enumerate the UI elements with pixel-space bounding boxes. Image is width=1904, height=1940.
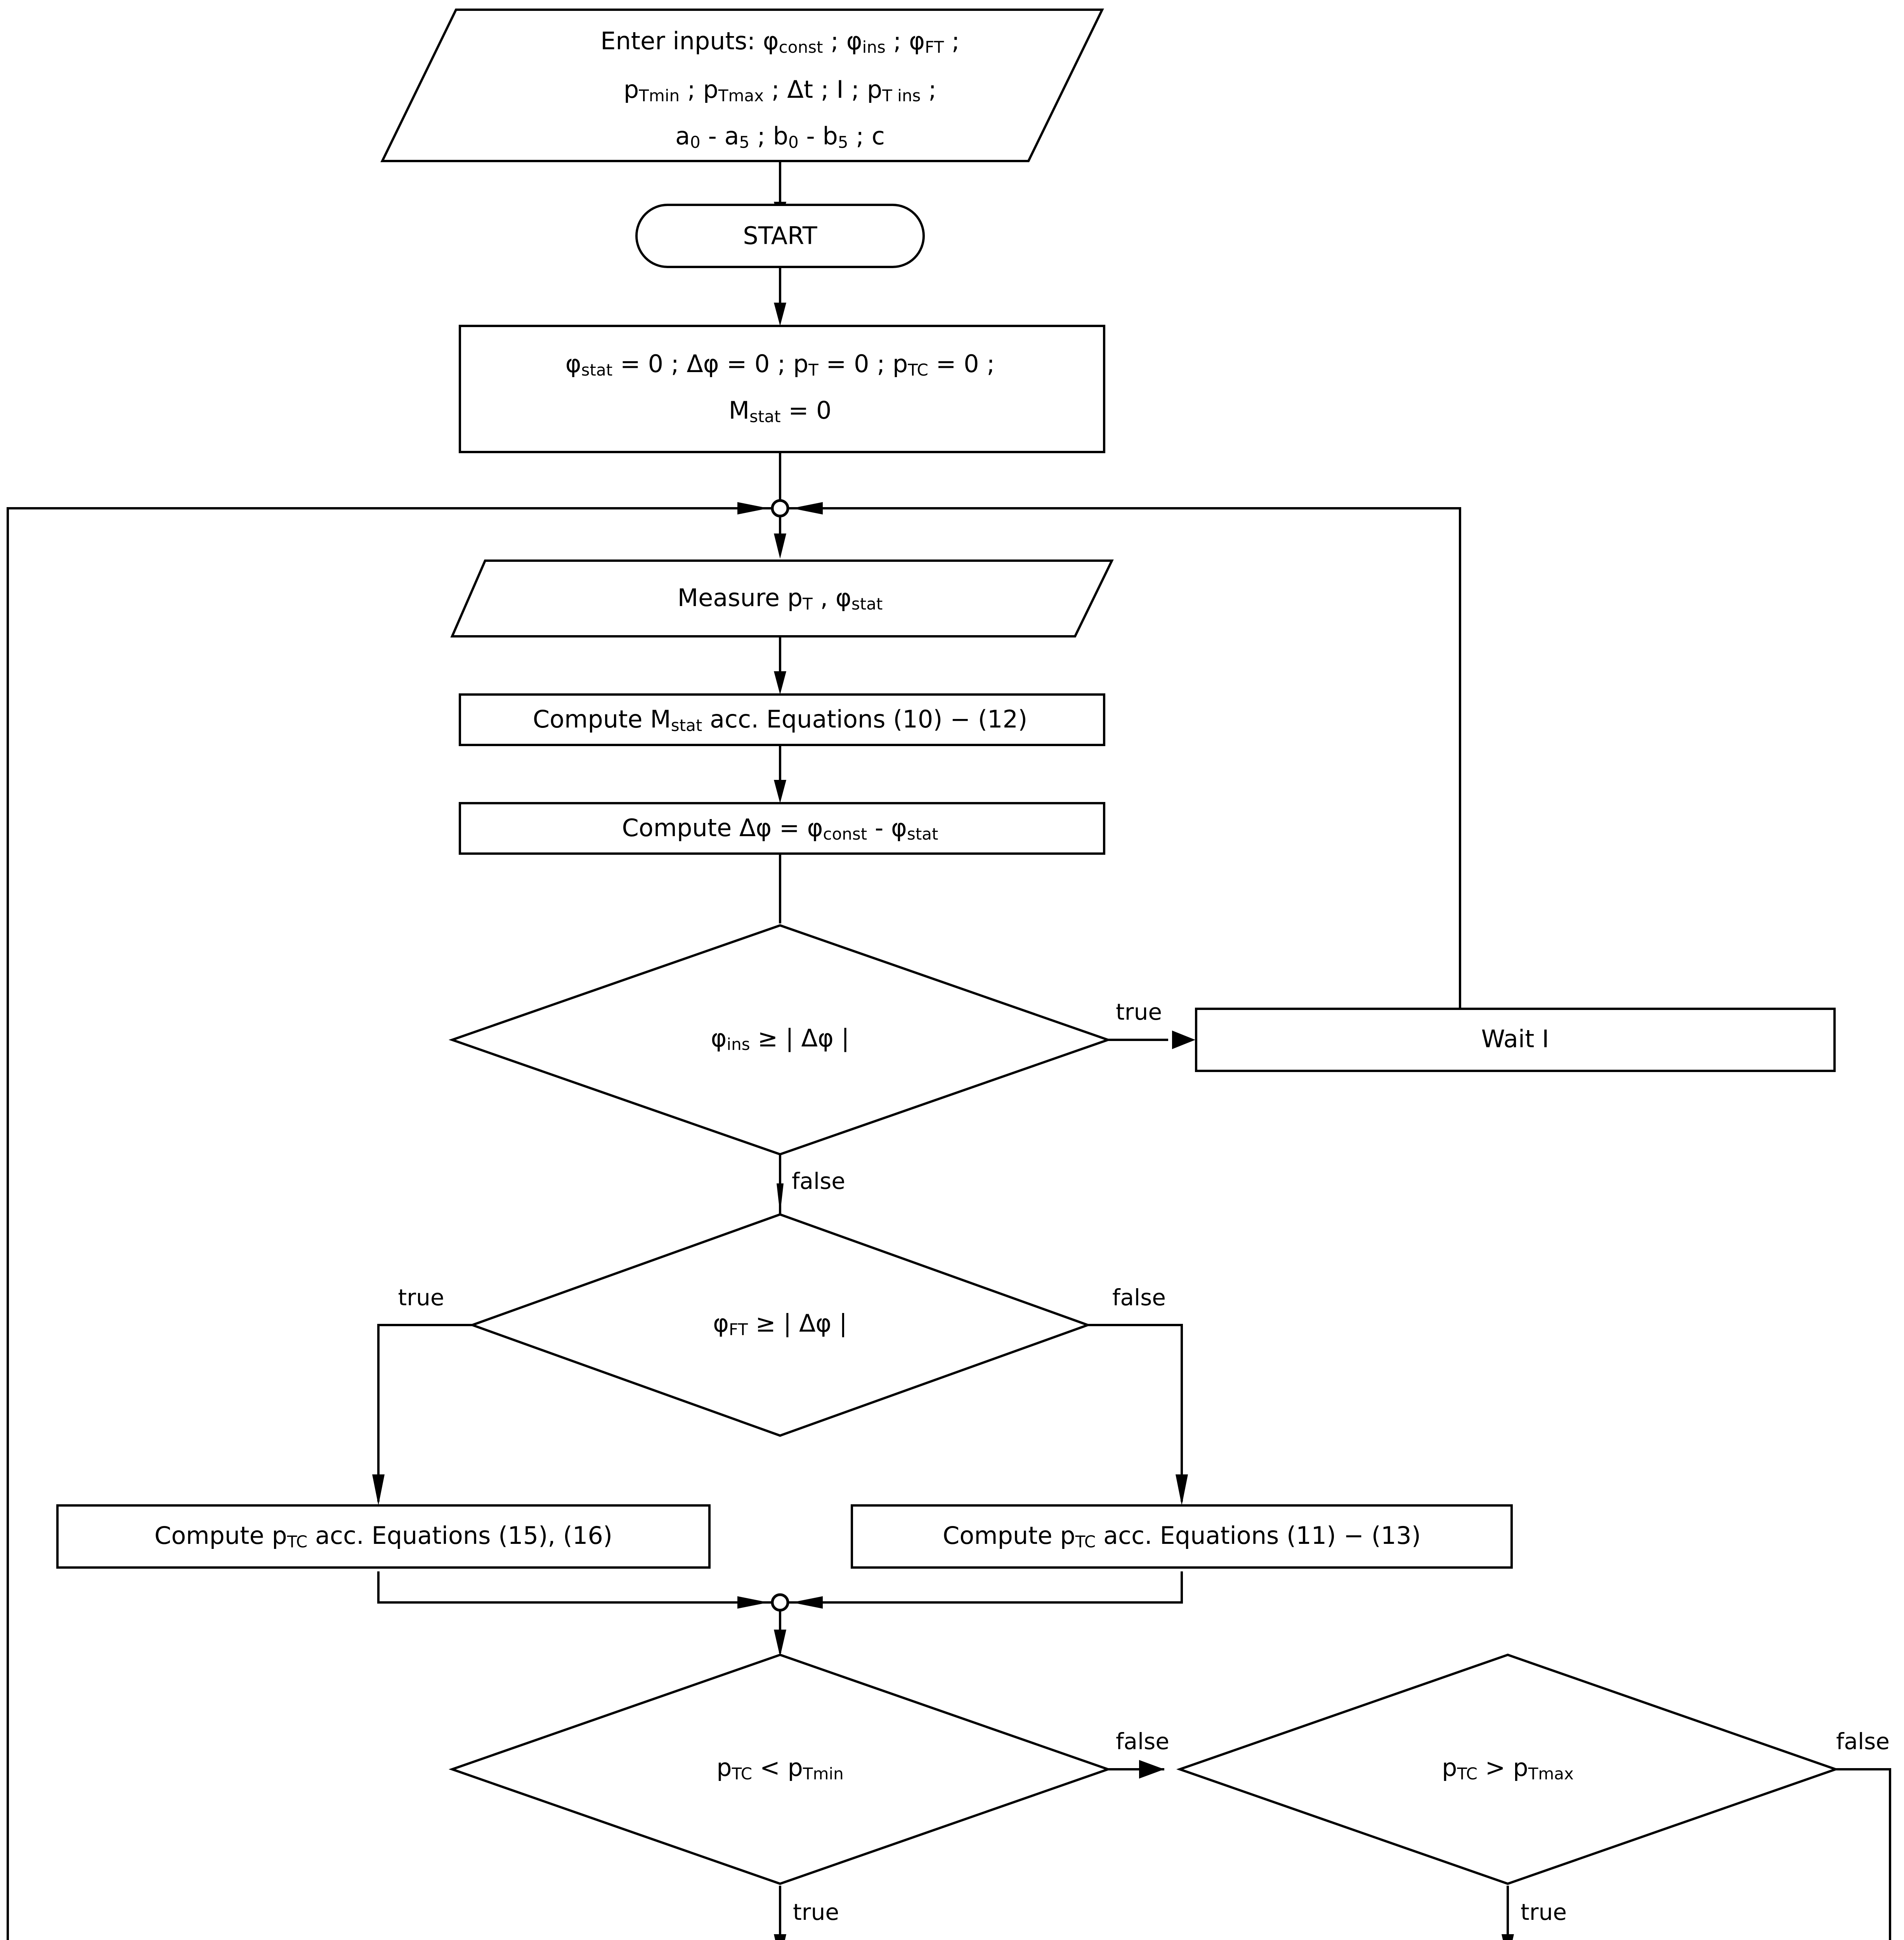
arrowhead-measure-to-mstat bbox=[774, 671, 786, 695]
enter-inputs-shape bbox=[380, 9, 1104, 162]
decision-phi-ins-label: φins ≥ | Δφ | bbox=[711, 1024, 850, 1053]
edge-label-ptmin-true: true bbox=[793, 1899, 839, 1925]
edge-label-ptmax-true: true bbox=[1521, 1899, 1567, 1925]
edge-label-phi-ft-false: false bbox=[1112, 1284, 1166, 1311]
compute-ptc-11-13-label: Compute pTC acc. Equations (11) − (13) bbox=[943, 1521, 1421, 1551]
compute-ptc-15-16-label: Compute pTC acc. Equations (15), (16) bbox=[154, 1521, 612, 1551]
arrowhead-junction-to-decmin bbox=[774, 1630, 786, 1657]
wait-i-shape bbox=[1195, 1008, 1836, 1072]
enter-inputs-line-2: pTmin ; pTmax ; Δt ; I ; pT ins ; bbox=[624, 75, 936, 105]
init-line-1: φstat = 0 ; Δφ = 0 ; pT = 0 ; pTC = 0 ; bbox=[565, 350, 995, 379]
decision-ptc-gt-ptmax-shape bbox=[1176, 1653, 1840, 1885]
arrowhead-left-into-junction bbox=[737, 502, 768, 514]
node-enter-inputs[interactable]: Enter inputs: φconst ; φins ; φFT ; pTmi… bbox=[380, 9, 1104, 162]
arrowhead-start-to-init bbox=[774, 303, 786, 326]
decision-ptc-lt-ptmin-label: pTC < pTmin bbox=[716, 1753, 843, 1783]
enter-inputs-line-3: a0 - a5 ; b0 - b5 ; c bbox=[675, 122, 885, 151]
node-decision-ptc-lt-ptmin[interactable]: pTC < pTmin bbox=[448, 1653, 1112, 1885]
node-compute-dphi[interactable]: Compute Δφ = φconst - φstat bbox=[459, 802, 1105, 855]
decision-ptc-gt-ptmax-label: pTC > pTmax bbox=[1442, 1753, 1574, 1783]
node-compute-mstat[interactable]: Compute Mstat acc. Equations (10) − (12) bbox=[459, 693, 1105, 746]
arrowhead-junction-to-measure bbox=[774, 534, 786, 559]
wait-i-label: Wait I bbox=[1481, 1025, 1549, 1053]
arrowhead-decins-false bbox=[777, 1183, 784, 1214]
arrowhead-decft-false bbox=[1176, 1474, 1188, 1505]
enter-inputs-line-1: Enter inputs: φconst ; φins ; φFT ; bbox=[600, 27, 959, 56]
arrowhead-decins-true bbox=[1172, 1031, 1195, 1049]
measure-shape bbox=[450, 559, 1114, 637]
init-shape bbox=[459, 325, 1105, 453]
arrowhead-right-into-junction bbox=[792, 502, 823, 514]
decision-phi-ins-shape bbox=[448, 924, 1112, 1156]
node-init[interactable]: φstat = 0 ; Δφ = 0 ; pT = 0 ; pTC = 0 ; … bbox=[459, 325, 1105, 453]
connector-layer bbox=[7, 161, 1891, 1940]
node-decision-ptc-gt-ptmax[interactable]: pTC > pTmax bbox=[1176, 1653, 1840, 1885]
compute-ptc-11-13-shape bbox=[851, 1504, 1513, 1569]
edge-label-phi-ins-true: true bbox=[1116, 999, 1162, 1025]
arrowhead-decmax-true bbox=[1502, 1934, 1514, 1940]
edge-label-ptmax-false: false bbox=[1836, 1728, 1890, 1755]
edge-label-phi-ft-true: true bbox=[398, 1284, 444, 1311]
compute-dphi-shape bbox=[459, 802, 1105, 855]
compute-dphi-label: Compute Δφ = φconst - φstat bbox=[622, 814, 938, 843]
arrowhead-ptc1516-into-junction bbox=[737, 1596, 768, 1609]
compute-ptc-15-16-shape bbox=[56, 1504, 711, 1569]
arrowhead-decmin-false bbox=[1139, 1760, 1164, 1779]
edge-ptc1113-to-junction bbox=[780, 1571, 1183, 1604]
edge-ptc1516-to-junction bbox=[377, 1571, 780, 1604]
arrowhead-decft-true bbox=[372, 1474, 385, 1505]
node-decision-phi-ins[interactable]: φins ≥ | Δφ | bbox=[448, 924, 1112, 1156]
merge-junction-mid bbox=[771, 1593, 789, 1612]
edge-waiti-return-rail bbox=[780, 507, 1461, 1024]
edge-decft-false-to-ptc1113 bbox=[1088, 1324, 1183, 1502]
merge-junction-top bbox=[771, 499, 789, 518]
edge-loopback-left-rail bbox=[7, 507, 780, 1940]
compute-mstat-label: Compute Mstat acc. Equations (10) − (12) bbox=[533, 705, 1027, 734]
start-shape bbox=[635, 204, 925, 268]
arrowhead-decmin-true bbox=[774, 1934, 786, 1940]
node-start[interactable]: START bbox=[635, 204, 925, 268]
decision-ptc-lt-ptmin-shape bbox=[448, 1653, 1112, 1885]
edge-label-phi-ins-false: false bbox=[792, 1168, 845, 1194]
decision-phi-ft-label: φFT ≥ | Δφ | bbox=[713, 1309, 847, 1339]
decision-phi-ft-shape bbox=[469, 1213, 1091, 1437]
node-decision-phi-ft[interactable]: φFT ≥ | Δφ | bbox=[469, 1213, 1091, 1437]
compute-mstat-shape bbox=[459, 693, 1105, 746]
start-label: START bbox=[743, 222, 817, 250]
arrowhead-mstat-to-dphi bbox=[774, 780, 786, 803]
arrowhead-ptc1113-into-junction bbox=[792, 1596, 823, 1609]
node-compute-ptc-11-13[interactable]: Compute pTC acc. Equations (11) − (13) bbox=[851, 1504, 1513, 1569]
init-line-2: Mstat = 0 bbox=[729, 396, 832, 426]
node-measure[interactable]: Measure pT , φstat bbox=[450, 559, 1114, 637]
measure-label: Measure pT , φstat bbox=[678, 584, 883, 613]
edge-decft-true-to-ptc1516 bbox=[377, 1324, 472, 1502]
edge-label-ptmin-false: false bbox=[1116, 1728, 1169, 1755]
node-compute-ptc-15-16[interactable]: Compute pTC acc. Equations (15), (16) bbox=[56, 1504, 711, 1569]
edge-decmax-false-rail bbox=[1836, 1768, 1891, 1940]
node-wait-i[interactable]: Wait I bbox=[1195, 1008, 1836, 1072]
